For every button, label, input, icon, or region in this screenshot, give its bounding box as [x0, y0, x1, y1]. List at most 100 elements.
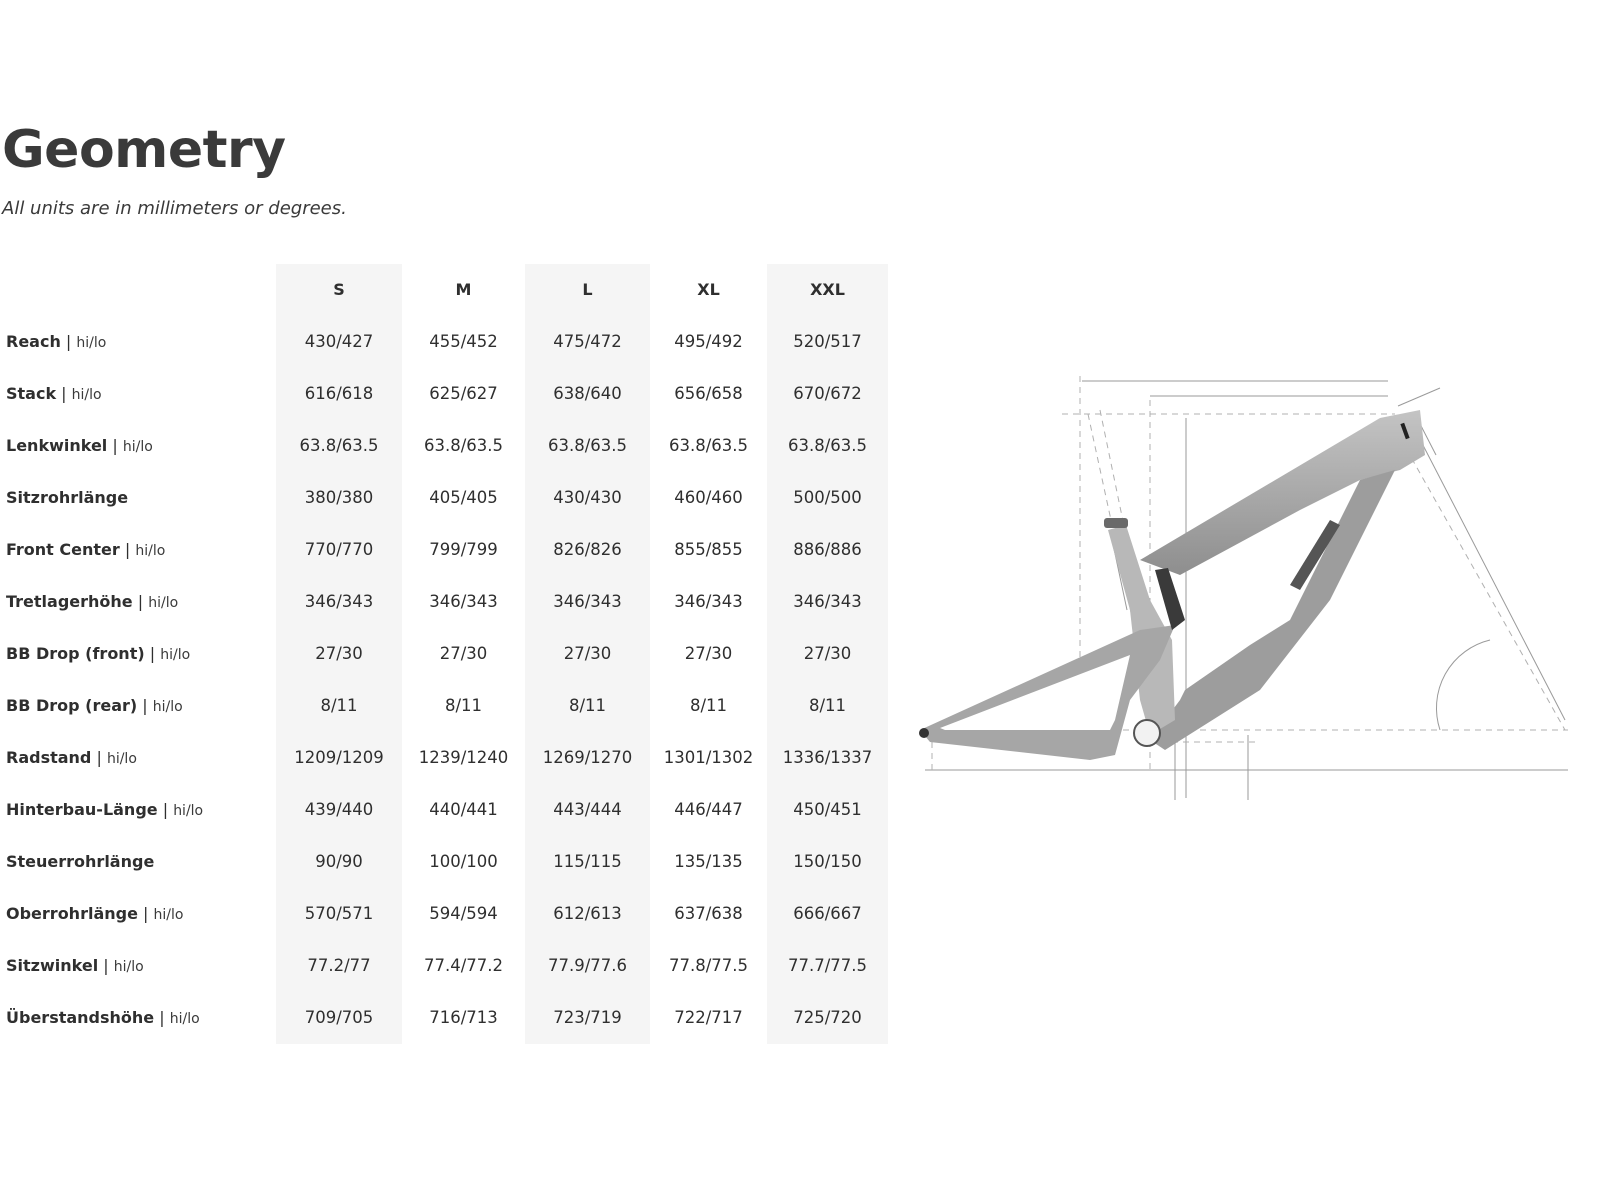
row-label-separator: |	[137, 696, 153, 715]
value-cell-l: 826/826	[553, 540, 622, 559]
value-cell-xxl: 8/11	[808, 696, 847, 715]
value-cell-s: 439/440	[304, 800, 374, 819]
value-cell-m: 100/100	[429, 852, 498, 871]
row-label: Überstandshöhe | hi/lo	[6, 992, 200, 1045]
value-cell-m: 455/452	[429, 332, 498, 351]
value-cell-m: 799/799	[429, 540, 498, 559]
row-label-name: Reach	[6, 332, 61, 351]
value-cell-m: 440/441	[429, 800, 498, 819]
row-label-separator: |	[119, 540, 136, 559]
row-label: Sitzwinkel | hi/lo	[6, 940, 144, 993]
value-cell-xl: 446/447	[674, 800, 743, 819]
row-label-unit: hi/lo	[148, 595, 179, 611]
row-label-name: Oberrohrlänge	[6, 904, 138, 923]
row-label-unit: hi/lo	[71, 387, 102, 403]
row-label-name: Stack	[6, 384, 57, 403]
row-label-name: BB Drop (front)	[6, 644, 145, 663]
value-cell-l: 612/613	[553, 904, 622, 923]
value-cell-m: 625/627	[429, 384, 498, 403]
row-label: BB Drop (front) | hi/lo	[6, 628, 190, 681]
value-cell-l: 27/30	[563, 644, 612, 663]
value-cell-xl: 495/492	[674, 332, 743, 351]
value-cell-xl: 27/30	[684, 644, 733, 663]
row-label: Oberrohrlänge | hi/lo	[6, 888, 183, 941]
value-cell-s: 27/30	[315, 644, 363, 663]
frame-silhouette	[919, 410, 1425, 760]
row-label: Sitzrohrlänge	[6, 472, 128, 525]
value-cell-xxl: 450/451	[793, 800, 862, 819]
value-cell-xxl: 725/720	[793, 1008, 862, 1027]
row-label-separator: |	[132, 592, 149, 611]
row-label-name: Sitzwinkel	[6, 956, 99, 975]
row-label-separator: |	[91, 748, 107, 767]
size-header-m: M	[455, 280, 472, 299]
row-label-name: Überstandshöhe	[6, 1008, 155, 1027]
row-label-separator: |	[98, 956, 114, 975]
row-label-unit: hi/lo	[152, 699, 183, 715]
value-cell-s: 430/427	[304, 332, 374, 351]
value-cell-xxl: 666/667	[793, 904, 862, 923]
row-label-name: Radstand	[6, 748, 92, 767]
value-cell-l: 443/444	[553, 800, 622, 819]
value-cell-l: 346/343	[553, 592, 622, 611]
value-cell-xl: 1301/1302	[663, 748, 754, 767]
row-label-unit: hi/lo	[135, 543, 166, 559]
value-cell-m: 1239/1240	[418, 748, 509, 767]
page-title: Geometry	[2, 120, 286, 180]
value-cell-s: 63.8/63.5	[299, 436, 379, 455]
row-label: Reach | hi/lo	[6, 316, 106, 369]
value-cell-s: 616/618	[304, 384, 374, 403]
row-label-separator: |	[157, 800, 174, 819]
value-cell-l: 475/472	[553, 332, 622, 351]
row-label-name: BB Drop (rear)	[6, 696, 138, 715]
value-cell-xl: 460/460	[674, 488, 743, 507]
value-cell-xl: 135/135	[674, 852, 743, 871]
row-label-unit: hi/lo	[106, 751, 137, 767]
value-cell-l: 723/719	[553, 1008, 622, 1027]
row-label: Lenkwinkel | hi/lo	[6, 420, 153, 473]
value-cell-xxl: 520/517	[793, 332, 862, 351]
value-cell-xxl: 346/343	[793, 592, 862, 611]
row-label-name: Lenkwinkel	[6, 436, 108, 455]
value-cell-xl: 637/638	[674, 904, 743, 923]
value-cell-s: 1209/1209	[294, 748, 384, 767]
value-cell-xl: 346/343	[674, 592, 743, 611]
value-cell-l: 77.9/77.6	[547, 956, 628, 975]
row-label-separator: |	[56, 384, 72, 403]
value-cell-xxl: 150/150	[793, 852, 862, 871]
row-label-separator: |	[60, 332, 77, 351]
value-cell-s: 90/90	[315, 852, 363, 871]
row-label-unit: hi/lo	[160, 647, 191, 663]
row-label-name: Sitzrohrlänge	[6, 488, 129, 507]
row-label: Front Center | hi/lo	[6, 524, 165, 577]
value-cell-s: 8/11	[320, 696, 358, 715]
value-cell-xxl: 670/672	[793, 384, 862, 403]
row-label-unit: hi/lo	[122, 439, 153, 455]
value-cell-m: 716/713	[429, 1008, 498, 1027]
value-cell-xxl: 886/886	[793, 540, 862, 559]
value-cell-xl: 656/658	[674, 384, 743, 403]
value-cell-l: 8/11	[568, 696, 607, 715]
value-cell-m: 77.4/77.2	[423, 956, 504, 975]
row-label: Steuerrohrlänge	[6, 836, 154, 889]
row-label-unit: hi/lo	[169, 1011, 200, 1027]
bike-geometry-diagram	[905, 370, 1570, 810]
value-cell-xxl: 77.7/77.5	[787, 956, 868, 975]
value-cell-xxl: 1336/1337	[782, 748, 873, 767]
value-cell-s: 346/343	[304, 592, 374, 611]
row-label: Tretlagerhöhe | hi/lo	[6, 576, 178, 629]
row-label-unit: hi/lo	[76, 335, 107, 351]
value-cell-xxl: 63.8/63.5	[787, 436, 868, 455]
value-cell-m: 594/594	[429, 904, 498, 923]
row-label: Radstand | hi/lo	[6, 732, 137, 785]
row-label-name: Steuerrohrlänge	[6, 852, 155, 871]
units-note: All units are in millimeters or degrees.	[2, 198, 347, 219]
